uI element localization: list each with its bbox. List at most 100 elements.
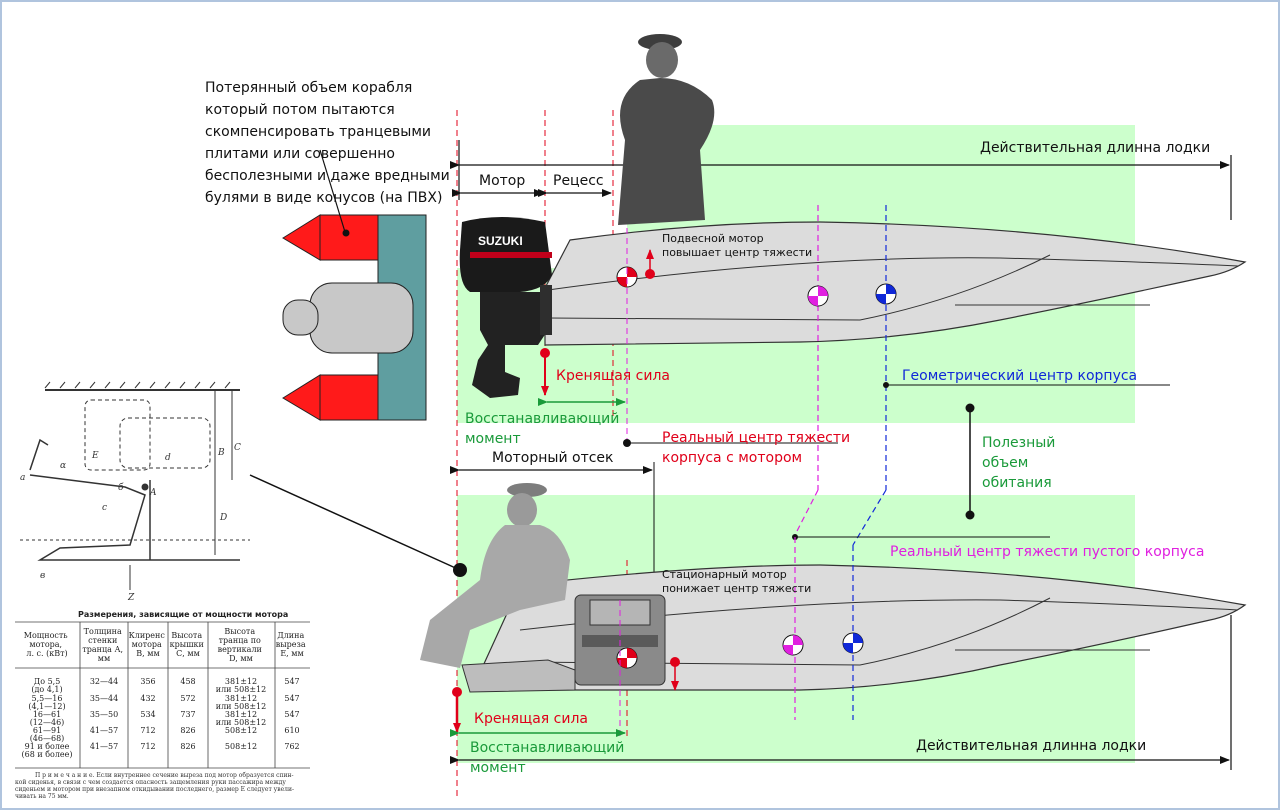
recess-label: Рецесс — [553, 173, 604, 189]
useful-volume-dot-bottom — [965, 510, 975, 520]
pontoon-tube-lower — [319, 374, 379, 421]
table-cell: 534 — [140, 710, 155, 719]
lenin-head — [646, 42, 678, 78]
top-cg-markers — [616, 205, 897, 490]
worker-head — [507, 493, 537, 527]
pontoon-tube-upper — [319, 214, 379, 261]
empty-cg-marker-top-q1 — [818, 286, 828, 296]
heeling-force-dot-bottom — [452, 687, 462, 697]
lenin-figure — [618, 34, 715, 225]
motor-silhouette-body — [309, 282, 414, 354]
outboard-bracket — [540, 285, 552, 335]
td-letter-e: E — [91, 451, 99, 461]
td-letter-a-cyr: а — [20, 473, 25, 483]
top-hull — [544, 221, 1247, 346]
table-cell: 35—50 — [90, 710, 118, 719]
lost-volume-pointer — [319, 149, 346, 233]
bottom-hull-keel-line — [519, 597, 1051, 666]
restoring-moment-label-bottom: Восстанавливающий момент — [470, 740, 629, 776]
empty-cg-marker-bottom-q3 — [783, 645, 793, 655]
transom-technical-drawing — [20, 381, 250, 590]
geometric-marker-bottom-q3 — [843, 643, 853, 653]
top-hull-body — [544, 221, 1247, 346]
table-cell: 32—44 — [90, 677, 118, 686]
table-cell: 41—57 — [90, 726, 118, 735]
outboard-brand: SUZUKI — [478, 234, 523, 248]
useful-volume-dot-top — [965, 403, 975, 413]
td-letter-alpha: α — [60, 461, 66, 471]
rod-reel — [453, 563, 467, 577]
table-cell: 508±12 — [225, 726, 257, 735]
td-cover-outline — [119, 417, 211, 469]
table-cell: 356 — [140, 677, 155, 686]
lost-volume-pointer-dot — [342, 229, 350, 237]
table-cell: 547 — [284, 710, 299, 719]
geometric-marker-top-q1 — [886, 284, 896, 294]
cg-raise-dot — [645, 269, 655, 279]
table-cell: 5,5—16(4,1—12) — [28, 694, 65, 711]
table-cell: 826 — [180, 742, 195, 751]
td-letter-b: B — [217, 448, 225, 458]
restoring-moment-label-top: Восстанавливающий момент — [465, 411, 624, 447]
table-note: П р и м е ч а н и е. Если внутреннее сеч… — [15, 772, 296, 800]
bottom-hull-chine — [519, 599, 1239, 631]
geometric-marker-top-q3 — [876, 294, 886, 304]
td-motor-outline — [84, 399, 151, 471]
outboard-raises-cg-note: Подвесной мотор повышает центр тяжести — [662, 232, 812, 259]
real-length-top-label: Действительная длинна лодки — [980, 140, 1210, 156]
transom-drawing-letters: E B C D A б а с α d Z в — [20, 443, 241, 603]
td-pivot — [141, 483, 149, 491]
lost-volume-note: Потерянный объем корабля который потом п… — [205, 80, 454, 206]
empty-cg-marker-bottom-q1 — [793, 635, 803, 645]
table-title: Размерения, зависящие от мощности мотора — [78, 610, 288, 619]
td-letter-v-cyr: в — [40, 571, 45, 581]
td-letter-a: A — [149, 488, 157, 498]
bottom-cg-markers — [616, 537, 864, 740]
td-letter-s-cyr: с — [102, 503, 107, 513]
heeling-force-label-top: Кренящая сила — [556, 368, 670, 384]
geometric-marker-bottom-q1 — [853, 633, 863, 643]
td-letter-d-small: d — [165, 453, 171, 463]
motor-label: Мотор — [479, 173, 525, 189]
table-cell: 610 — [284, 726, 299, 735]
outboard-engine: SUZUKI — [459, 217, 552, 398]
worker-cap — [507, 483, 547, 497]
table-cell: 826 — [180, 726, 195, 735]
table-cell: 508±12 — [225, 742, 257, 751]
td-letter-b-cyr: б — [118, 482, 124, 493]
table-cell: 737 — [180, 710, 195, 719]
cg-with-motor-marker-bottom-q1 — [627, 648, 637, 658]
table-cell: 762 — [284, 742, 299, 751]
pontoon-cone-lower — [282, 374, 321, 421]
table-cell: 547 — [284, 677, 299, 686]
table-cell: 91 и более(68 и более) — [21, 742, 72, 759]
lenin-coat — [618, 78, 715, 225]
th-transom-thickness: Толщина стенки транца А, мм — [82, 627, 125, 663]
table-cell: 458 — [180, 677, 195, 686]
real-cg-empty-label: Реальный центр тяжести пустого корпуса — [890, 544, 1204, 560]
pontoon-cone-upper — [282, 214, 321, 261]
outboard-red-stripe — [470, 252, 552, 258]
table-cell: 35—44 — [90, 694, 118, 703]
th-transom-height: Высота транца по вертикали D, мм — [218, 627, 265, 663]
heeling-force-dot-top — [540, 348, 550, 358]
cg-with-motor-marker-top-q1 — [627, 267, 637, 277]
fishing-rod — [249, 474, 461, 571]
cg-with-motor-marker-top-q3 — [617, 277, 627, 287]
real-cg-with-motor-label: Реальный центр тяжести корпуса с мотором — [662, 430, 855, 466]
geometric-center-label: Геометрический центр корпуса — [902, 368, 1137, 384]
td-letter-c: C — [234, 443, 241, 453]
table-cell: 432 — [140, 694, 155, 703]
outboard-midsection — [472, 292, 548, 398]
empty-cg-shift-line — [794, 489, 819, 536]
table-cell: 547 — [284, 694, 299, 703]
td-hatching — [44, 381, 231, 389]
table-header-cells: Мощность мотора, л. с. (кВт) Толщина сте… — [24, 627, 306, 663]
table-cell: 61—91(46—68) — [30, 726, 65, 743]
table-cell: 16—61(12—46) — [30, 710, 65, 727]
td-letter-d: D — [219, 513, 227, 523]
